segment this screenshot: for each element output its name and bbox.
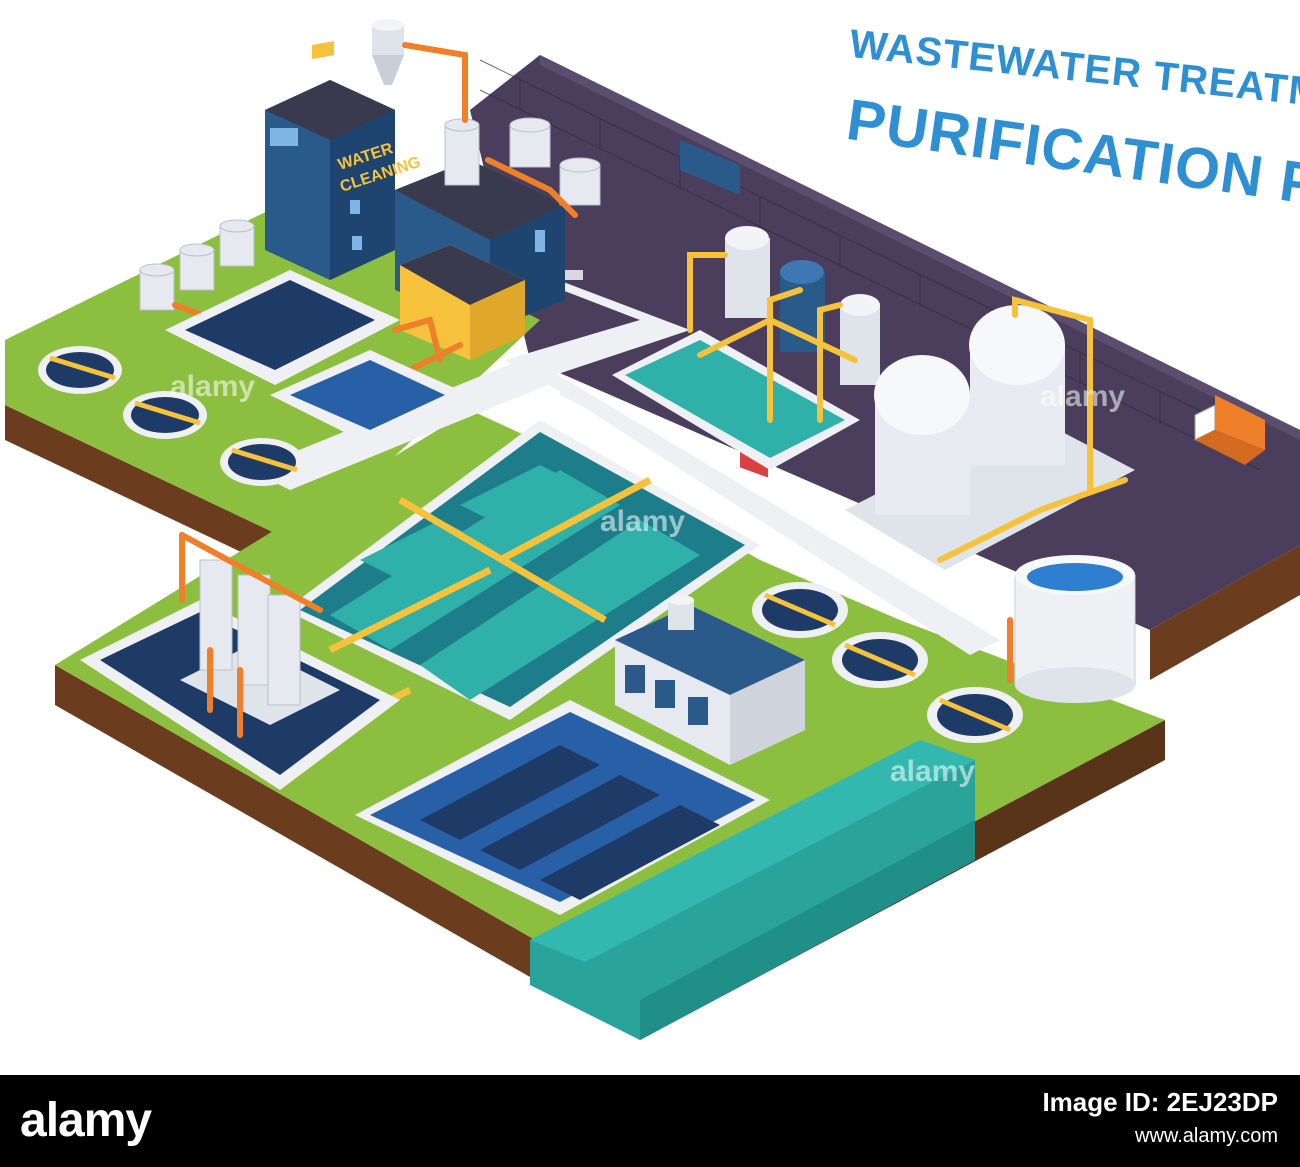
reservoir-tank xyxy=(1014,555,1136,703)
hopper-silo xyxy=(372,19,404,85)
settling-basins-top xyxy=(165,270,470,445)
footer-url: www.alamy.com xyxy=(1135,1125,1278,1147)
footer-logo: alamy xyxy=(20,1094,152,1147)
large-tanks-platform xyxy=(845,305,1135,570)
filtration-pool xyxy=(612,330,860,470)
control-building xyxy=(615,595,805,765)
delivery-truck xyxy=(1194,395,1265,465)
footer-image-id: Image ID: 2EJ23DP xyxy=(1042,1087,1278,1117)
pressure-vessels xyxy=(725,226,880,385)
lower-platform xyxy=(55,410,1165,1040)
yellow-pipes-right xyxy=(687,252,1128,563)
round-clarifiers-lower xyxy=(752,582,1023,743)
orange-pipes-lower xyxy=(179,532,1013,738)
plant-illustration: WATER CLEANING xyxy=(5,19,1300,1040)
aeration-basin xyxy=(355,700,770,915)
storage-tanks xyxy=(139,117,601,311)
round-clarifiers-top xyxy=(38,346,304,486)
main-building xyxy=(265,41,395,280)
footer-bar: alamy Image ID: 2EJ23DP www.alamy.com xyxy=(0,1075,1300,1167)
